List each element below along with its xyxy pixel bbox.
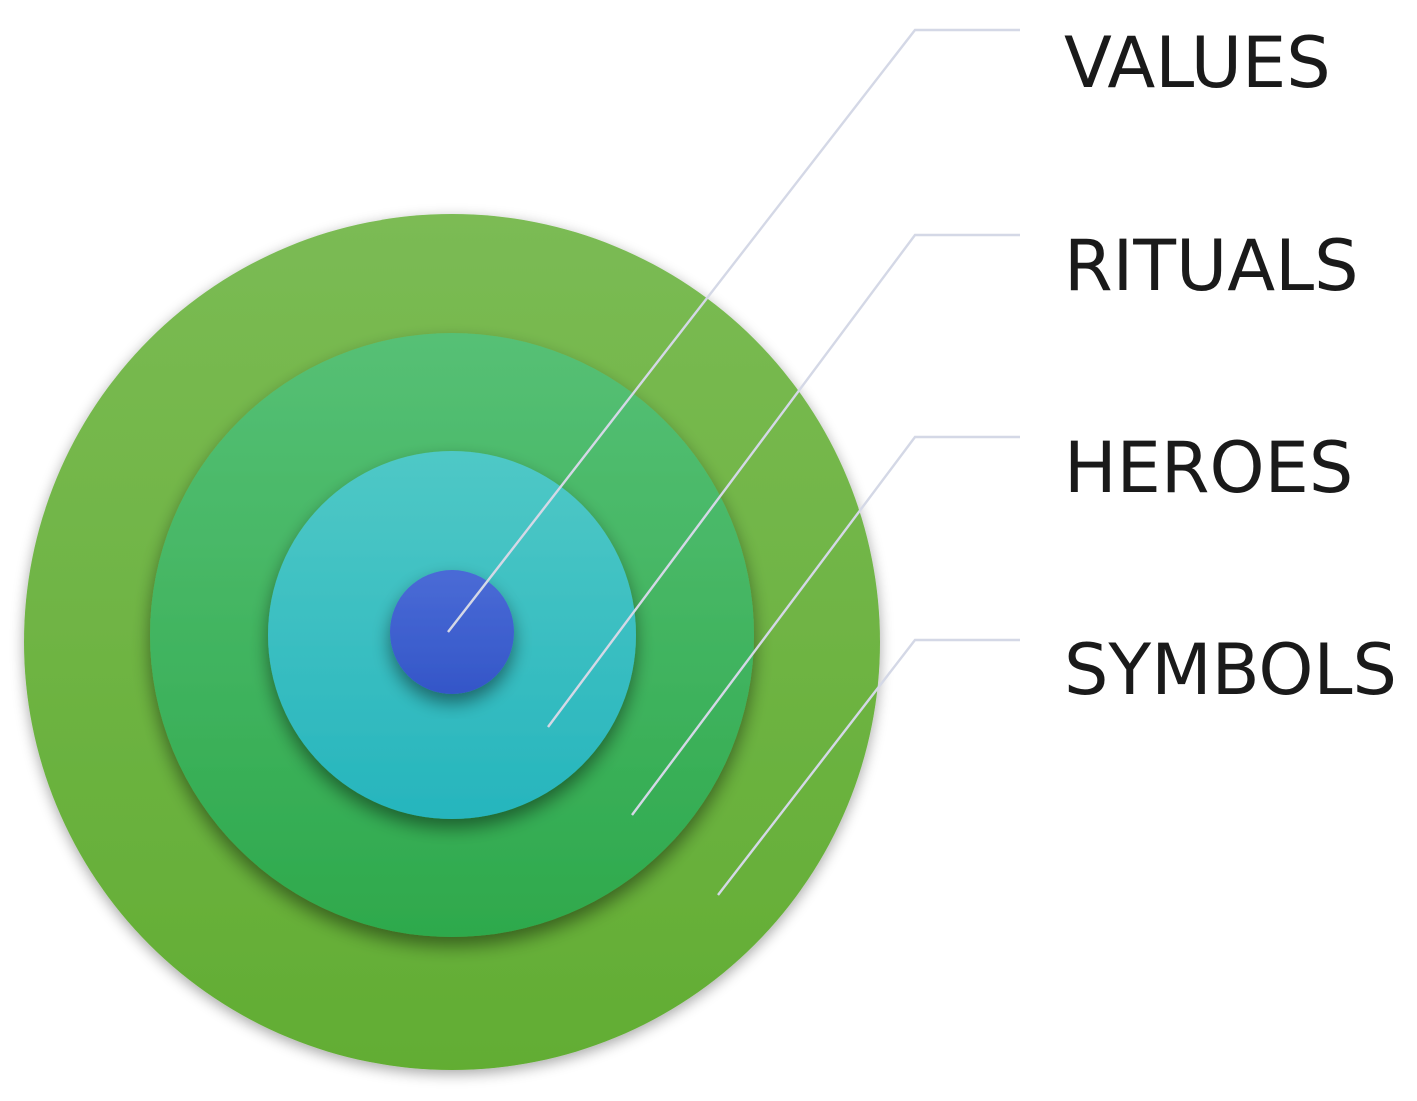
heroes-label: HEROES xyxy=(1064,427,1353,509)
symbols-label: SYMBOLS xyxy=(1064,629,1397,711)
values-leader-line xyxy=(447,28,1020,633)
rituals-label: RITUALS xyxy=(1064,225,1359,307)
symbols-leader-line xyxy=(717,638,1020,896)
rituals-leader-line xyxy=(547,233,1020,728)
values-label: VALUES xyxy=(1064,22,1331,104)
heroes-leader-line xyxy=(631,435,1020,816)
values-core xyxy=(390,570,514,694)
